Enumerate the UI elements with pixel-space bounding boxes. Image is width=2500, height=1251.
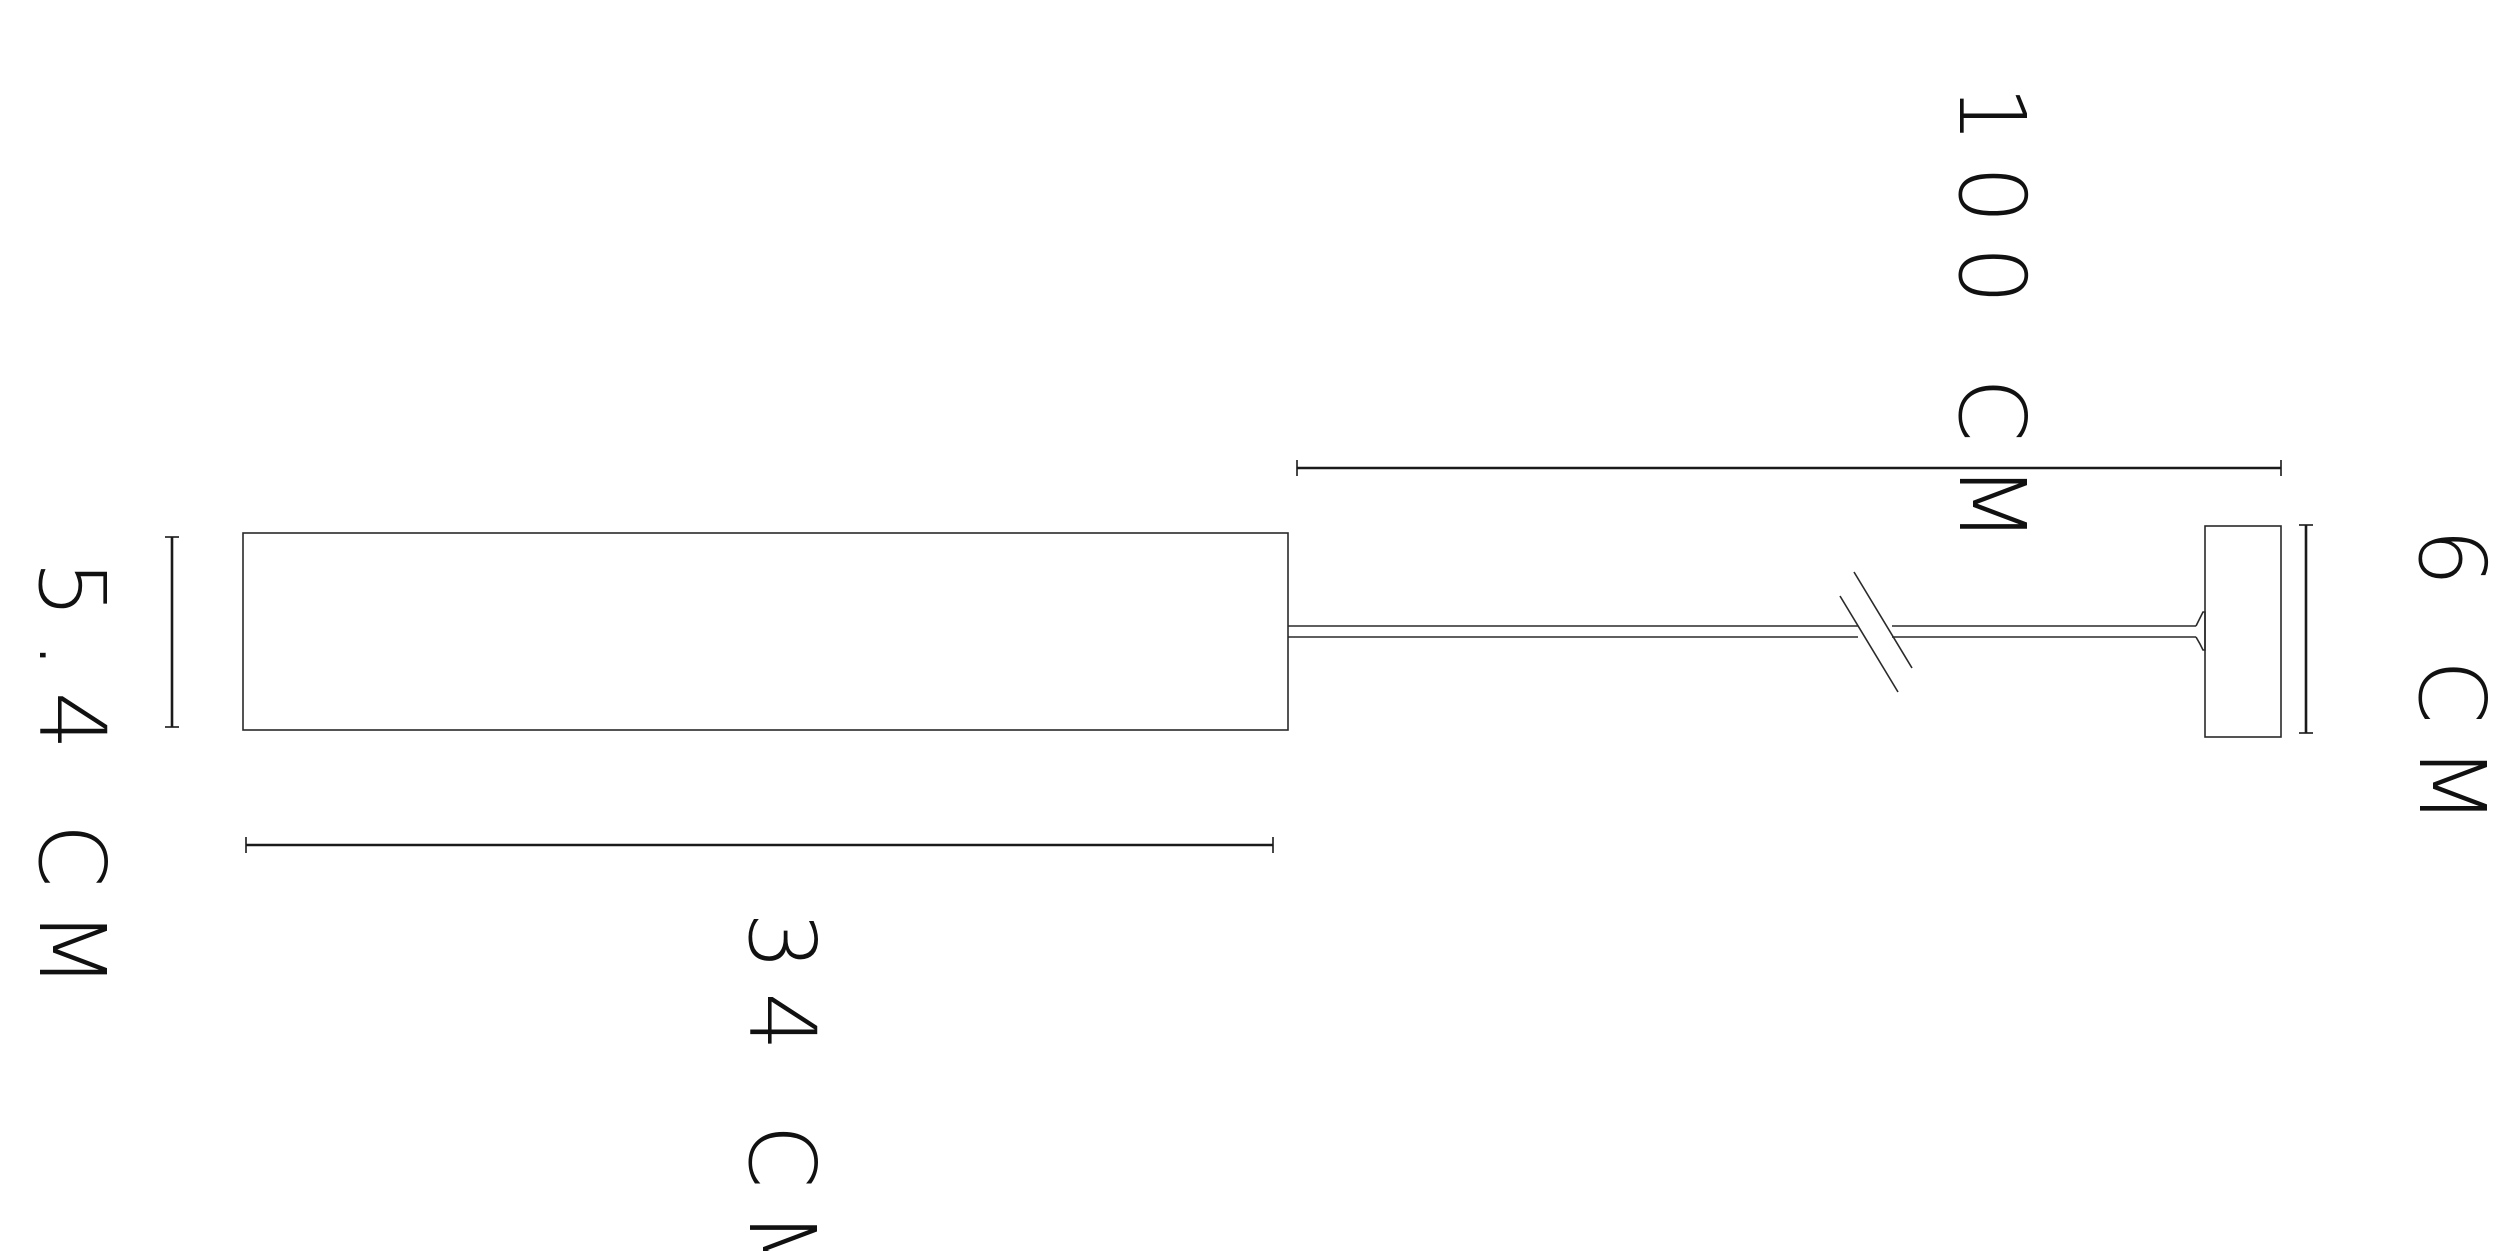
dimension-cable-length: 100 CM <box>1296 85 2282 565</box>
cable-gland <box>2195 611 2206 651</box>
dimension-shade-diameter: 5.4 CM <box>18 536 179 1011</box>
shade-length-label: 34 CM <box>728 912 835 1251</box>
dimension-canopy-height: 6 CM <box>2299 524 2500 847</box>
ceiling-canopy <box>2204 525 2282 738</box>
shade-diameter-label: 5.4 CM <box>18 560 125 1011</box>
dimension-shade-length: 34 CM <box>245 837 1274 1251</box>
cable-length-label: 100 CM <box>1938 85 2045 565</box>
cable <box>1288 611 2206 651</box>
break-slash-2 <box>1853 571 1913 669</box>
lamp-shade-body <box>242 532 1289 731</box>
canopy-height-label: 6 CM <box>2398 528 2500 847</box>
break-slash-1 <box>1839 595 1899 693</box>
cable-break-symbol <box>1839 571 1913 693</box>
